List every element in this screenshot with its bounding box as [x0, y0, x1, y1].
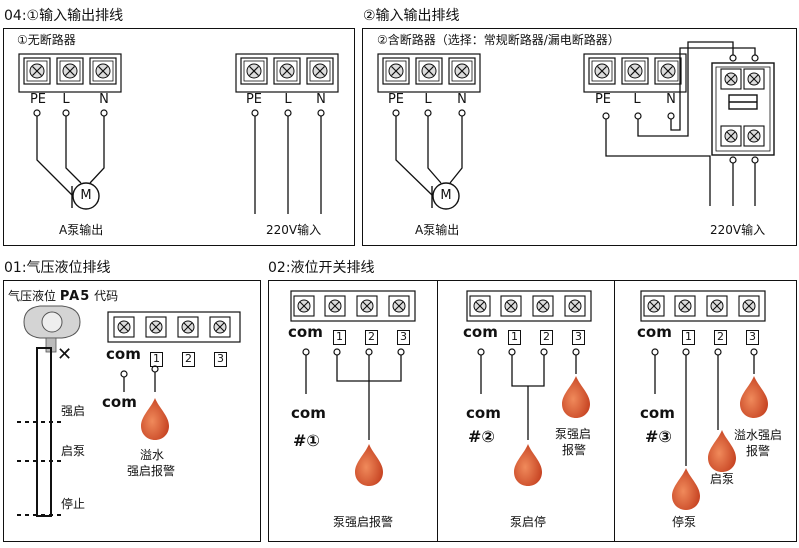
t1-label-mode-1: 1	[333, 325, 346, 345]
t2-label-pressure: 2	[182, 347, 195, 367]
motor-label-left: M	[80, 188, 92, 203]
mode-2-number: #②	[468, 427, 495, 446]
terminal-block-mode-1	[290, 290, 416, 322]
pa5-code: PA5	[59, 289, 91, 304]
motor-label-right: M	[440, 188, 452, 203]
label-l-1: L	[62, 92, 70, 107]
com-label-mode-3-lower: com	[640, 404, 675, 422]
t1-label-mode-2: 1	[508, 325, 521, 345]
label-n-3: N	[457, 92, 467, 107]
mode-3-caption: 停泵	[672, 515, 697, 529]
terminal-block-mode-3	[640, 290, 766, 322]
com-label-mode-2-lower: com	[466, 404, 501, 422]
t3-label-mode-1: 3	[397, 325, 410, 345]
overflow-alarm-1: 溢水	[140, 448, 165, 462]
terminal-block-left-b	[235, 53, 339, 93]
terminal-block-right-b	[583, 53, 687, 93]
divider-mode-2	[614, 280, 615, 541]
label-pe-2: PE	[245, 92, 263, 107]
pressure-sensor	[23, 305, 81, 353]
com-label-pressure: com	[106, 345, 141, 363]
title-input-output-2: ②输入输出排线	[363, 8, 460, 24]
label-pe-3: PE	[387, 92, 405, 107]
t3-label-mode-2: 3	[572, 325, 585, 345]
pressure-code-line: 气压液位 PA5 代码	[8, 289, 118, 304]
input-220v-right: 220V输入	[710, 223, 766, 237]
motor-symbol-left	[71, 182, 100, 210]
com-label-mode-2: com	[463, 323, 498, 341]
panel-level-switch	[268, 280, 797, 542]
level-tube	[36, 347, 52, 517]
label-pe-1: PE	[29, 92, 47, 107]
overflow-alarm-2: 强启报警	[127, 464, 176, 478]
mode-2-float-label-1: 泵强启	[555, 427, 592, 441]
title-pressure-level: 01:气压液位排线	[4, 260, 111, 276]
t2-label-mode-1: 2	[365, 325, 378, 345]
t3-label-mode-3: 3	[746, 325, 759, 345]
t2-label-mode-3: 2	[714, 325, 727, 345]
t2-label-mode-2: 2	[540, 325, 553, 345]
motor-symbol-right	[431, 182, 460, 210]
mode-3-float-start: 启泵	[710, 472, 735, 486]
input-220v-left: 220V输入	[266, 223, 322, 237]
terminal-block-left-a	[18, 53, 122, 93]
terminal-block-mode-2	[466, 290, 592, 322]
com-label-pressure-lower: com	[102, 393, 137, 411]
mode-3-number: #③	[645, 427, 672, 446]
divider-mode-1	[437, 280, 438, 541]
pump-output-right: A泵输出	[415, 223, 460, 237]
mode-1-caption: 泵强启报警	[333, 515, 394, 529]
level-start-pump: 启泵	[61, 444, 86, 458]
label-n-4: N	[666, 92, 676, 107]
title-input-output-1: 04:①输入输出排线	[4, 8, 124, 24]
label-n-2: N	[316, 92, 326, 107]
panel-pressure-level	[3, 280, 261, 542]
mode-1-number: #①	[293, 431, 320, 450]
title-level-switch: 02:液位开关排线	[268, 260, 375, 276]
cross-icon: ✕	[57, 344, 73, 365]
label-n-1: N	[99, 92, 109, 107]
terminal-block-right-a	[377, 53, 481, 93]
com-label-mode-1-lower: com	[291, 404, 326, 422]
t1-label-mode-3: 1	[682, 325, 695, 345]
mode-2-caption: 泵启停	[510, 515, 547, 529]
label-l-3: L	[424, 92, 432, 107]
code-suffix: 代码	[94, 289, 119, 303]
terminal-block-pressure	[107, 311, 241, 343]
mode-2-float-label-2: 报警	[562, 443, 587, 457]
t3-label-pressure: 3	[214, 347, 227, 367]
level-stop: 停止	[61, 497, 86, 511]
pressure-level-label: 气压液位	[8, 289, 57, 303]
panel-input-output-1	[3, 28, 355, 246]
label-pe-4: PE	[594, 92, 612, 107]
pump-output-left: A泵输出	[59, 223, 104, 237]
t1-label-pressure: 1	[150, 347, 163, 367]
subtitle-no-breaker: ①无断路器	[17, 33, 76, 47]
circuit-breaker	[711, 54, 775, 164]
subtitle-with-breaker: ②含断路器（选择：常规断路器/漏电断路器）	[377, 33, 620, 47]
com-label-mode-3: com	[637, 323, 672, 341]
label-l-2: L	[284, 92, 292, 107]
mode-3-float-top-2: 报警	[746, 444, 771, 458]
panel-input-output-2	[362, 28, 797, 246]
label-l-4: L	[633, 92, 641, 107]
level-strong-start: 强启	[61, 404, 86, 418]
com-label-mode-1: com	[288, 323, 323, 341]
mode-3-float-top-1: 溢水强启	[734, 428, 783, 442]
